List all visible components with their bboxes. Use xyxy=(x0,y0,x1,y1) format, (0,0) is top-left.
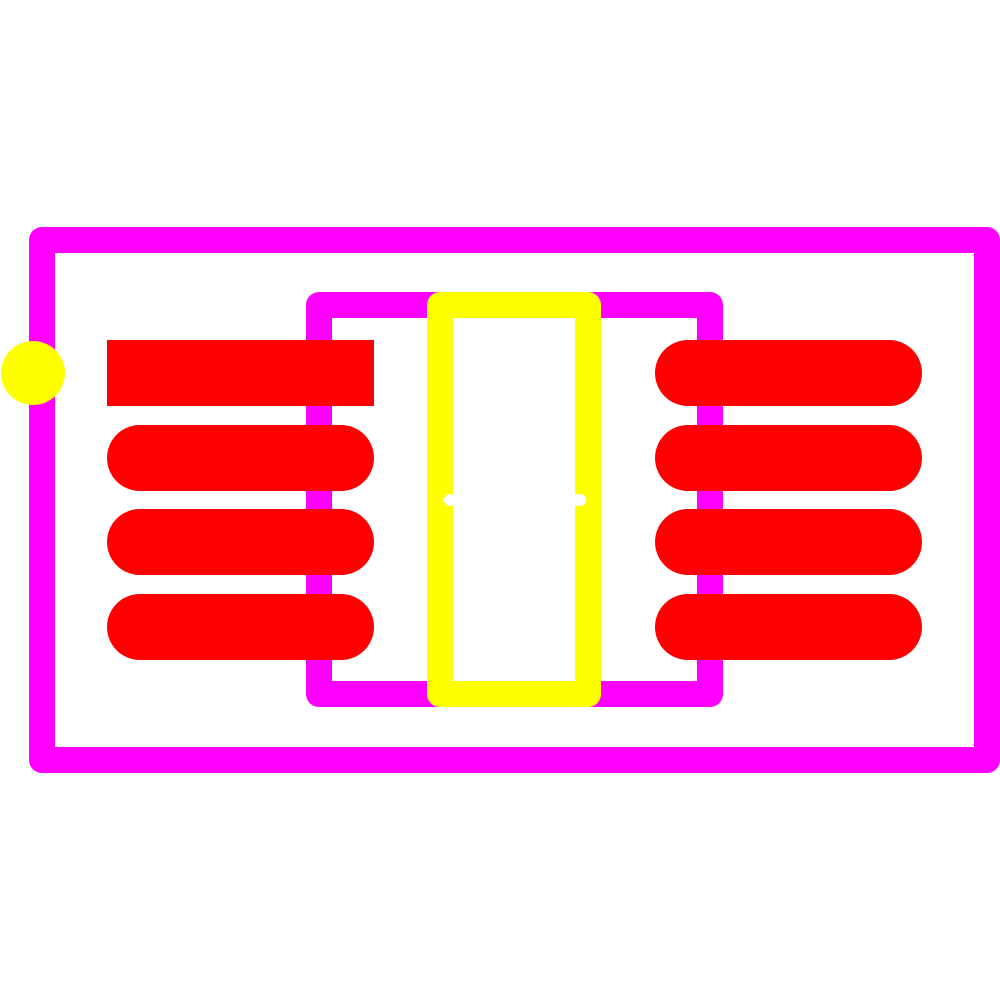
pad-7 xyxy=(655,425,922,491)
pad-3 xyxy=(107,509,374,575)
pad-6 xyxy=(655,509,922,575)
outer-courtyard-outline xyxy=(29,227,1000,773)
pad-4 xyxy=(107,594,374,660)
silkscreen-body-outline xyxy=(427,292,601,707)
pad-8 xyxy=(655,340,922,406)
pad-5 xyxy=(655,594,922,660)
pad-1 xyxy=(107,340,374,406)
pads-group xyxy=(107,340,922,660)
pad-2 xyxy=(107,425,374,491)
pin1-marker-dot xyxy=(1,341,65,405)
